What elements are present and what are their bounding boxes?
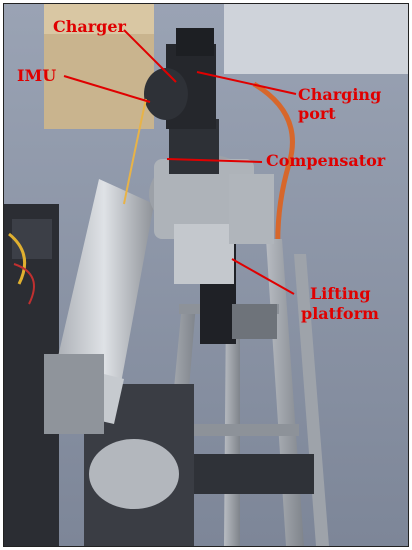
robot-photo bbox=[4, 4, 408, 546]
label-lifting-platform-line2: platform bbox=[301, 304, 379, 323]
label-lifting-platform-line1: Lifting bbox=[310, 284, 371, 303]
line-charging-port bbox=[196, 71, 297, 95]
line-imu bbox=[63, 75, 151, 103]
label-charging-port-line1: Charging bbox=[298, 85, 382, 104]
line-compensator bbox=[166, 158, 263, 163]
white-shelf bbox=[224, 4, 408, 74]
figure-frame: Charger IMU Charging port Compensator Li… bbox=[3, 3, 409, 547]
line-charger bbox=[123, 29, 177, 83]
robot-arm bbox=[54, 179, 154, 394]
line-lifting-platform bbox=[231, 258, 295, 295]
orange-cable bbox=[252, 81, 295, 270]
label-charger: Charger bbox=[53, 17, 126, 36]
label-imu: IMU bbox=[17, 66, 57, 85]
label-compensator: Compensator bbox=[266, 151, 386, 170]
label-charging-port-line2: port bbox=[298, 104, 336, 123]
